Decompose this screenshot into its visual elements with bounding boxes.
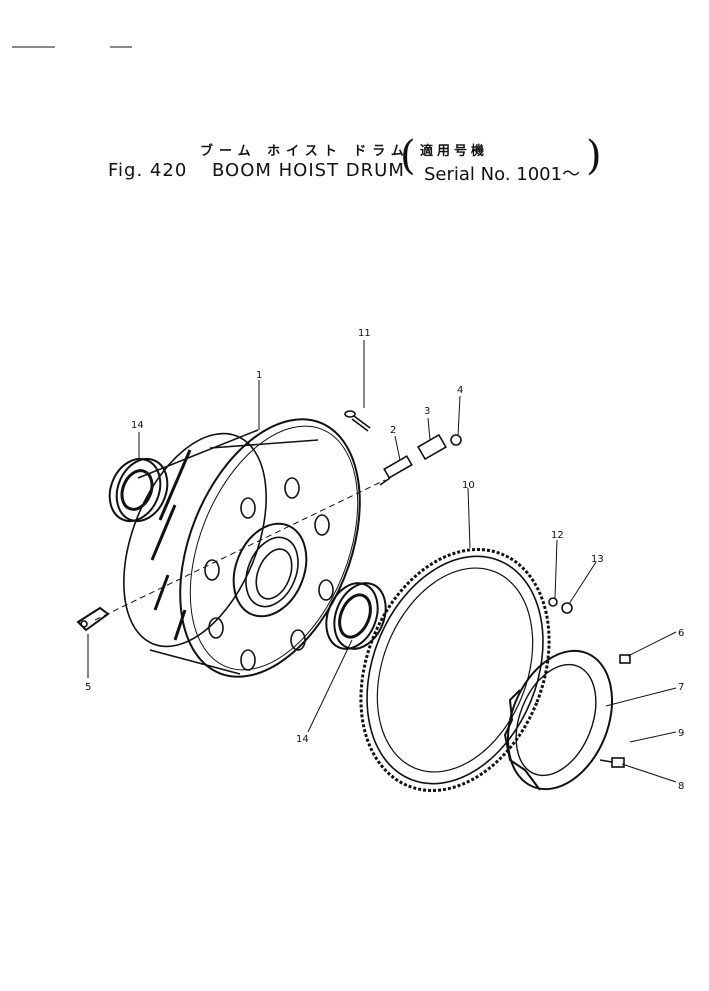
- callout-8: 8: [678, 781, 684, 792]
- callout-4: 4: [457, 385, 463, 396]
- oil-seal-left: [108, 457, 169, 523]
- ring-gear: [359, 548, 551, 792]
- callout-5: 5: [85, 682, 91, 693]
- callout-14-lower: 14: [296, 734, 309, 745]
- callout-14-upper: 14: [131, 420, 144, 431]
- japanese-applicable-label: 適用号機: [420, 144, 489, 159]
- serial-range: Serial No. 1001～: [424, 164, 581, 185]
- callout-7: 7: [678, 682, 684, 693]
- pin-2: [379, 455, 413, 486]
- drum-body: [123, 418, 361, 678]
- bolt-6: [619, 654, 631, 664]
- callout-11: 11: [358, 328, 371, 339]
- bolt-8: [599, 757, 625, 768]
- callout-9: 9: [678, 728, 684, 739]
- callout-13: 13: [591, 554, 604, 565]
- callout-10: 10: [462, 480, 475, 491]
- hub-plate: [503, 649, 614, 791]
- callout-1: 1: [256, 370, 262, 381]
- callout-6: 6: [678, 628, 684, 639]
- lock-plate: [76, 606, 110, 632]
- part-name: BOOM HOIST DRUM: [212, 160, 405, 181]
- figure-number: Fig. 420: [108, 160, 188, 181]
- callout-3: 3: [424, 406, 430, 417]
- sleeve-3: [417, 433, 447, 461]
- nipple-4: [450, 434, 462, 446]
- callout-2: 2: [390, 425, 396, 436]
- figure-title: Fig. 420 BOOM HOIST DRUM: [108, 160, 423, 181]
- left-paren: (: [400, 133, 416, 179]
- oil-seal-lower: [325, 582, 387, 650]
- callout-12: 12: [551, 530, 564, 541]
- japanese-part-name: ブーム ホイスト ドラム: [200, 144, 410, 159]
- washer-12: [548, 597, 558, 607]
- nut-13: [561, 602, 573, 614]
- right-paren: ): [586, 133, 602, 179]
- bolt-11: [344, 410, 371, 432]
